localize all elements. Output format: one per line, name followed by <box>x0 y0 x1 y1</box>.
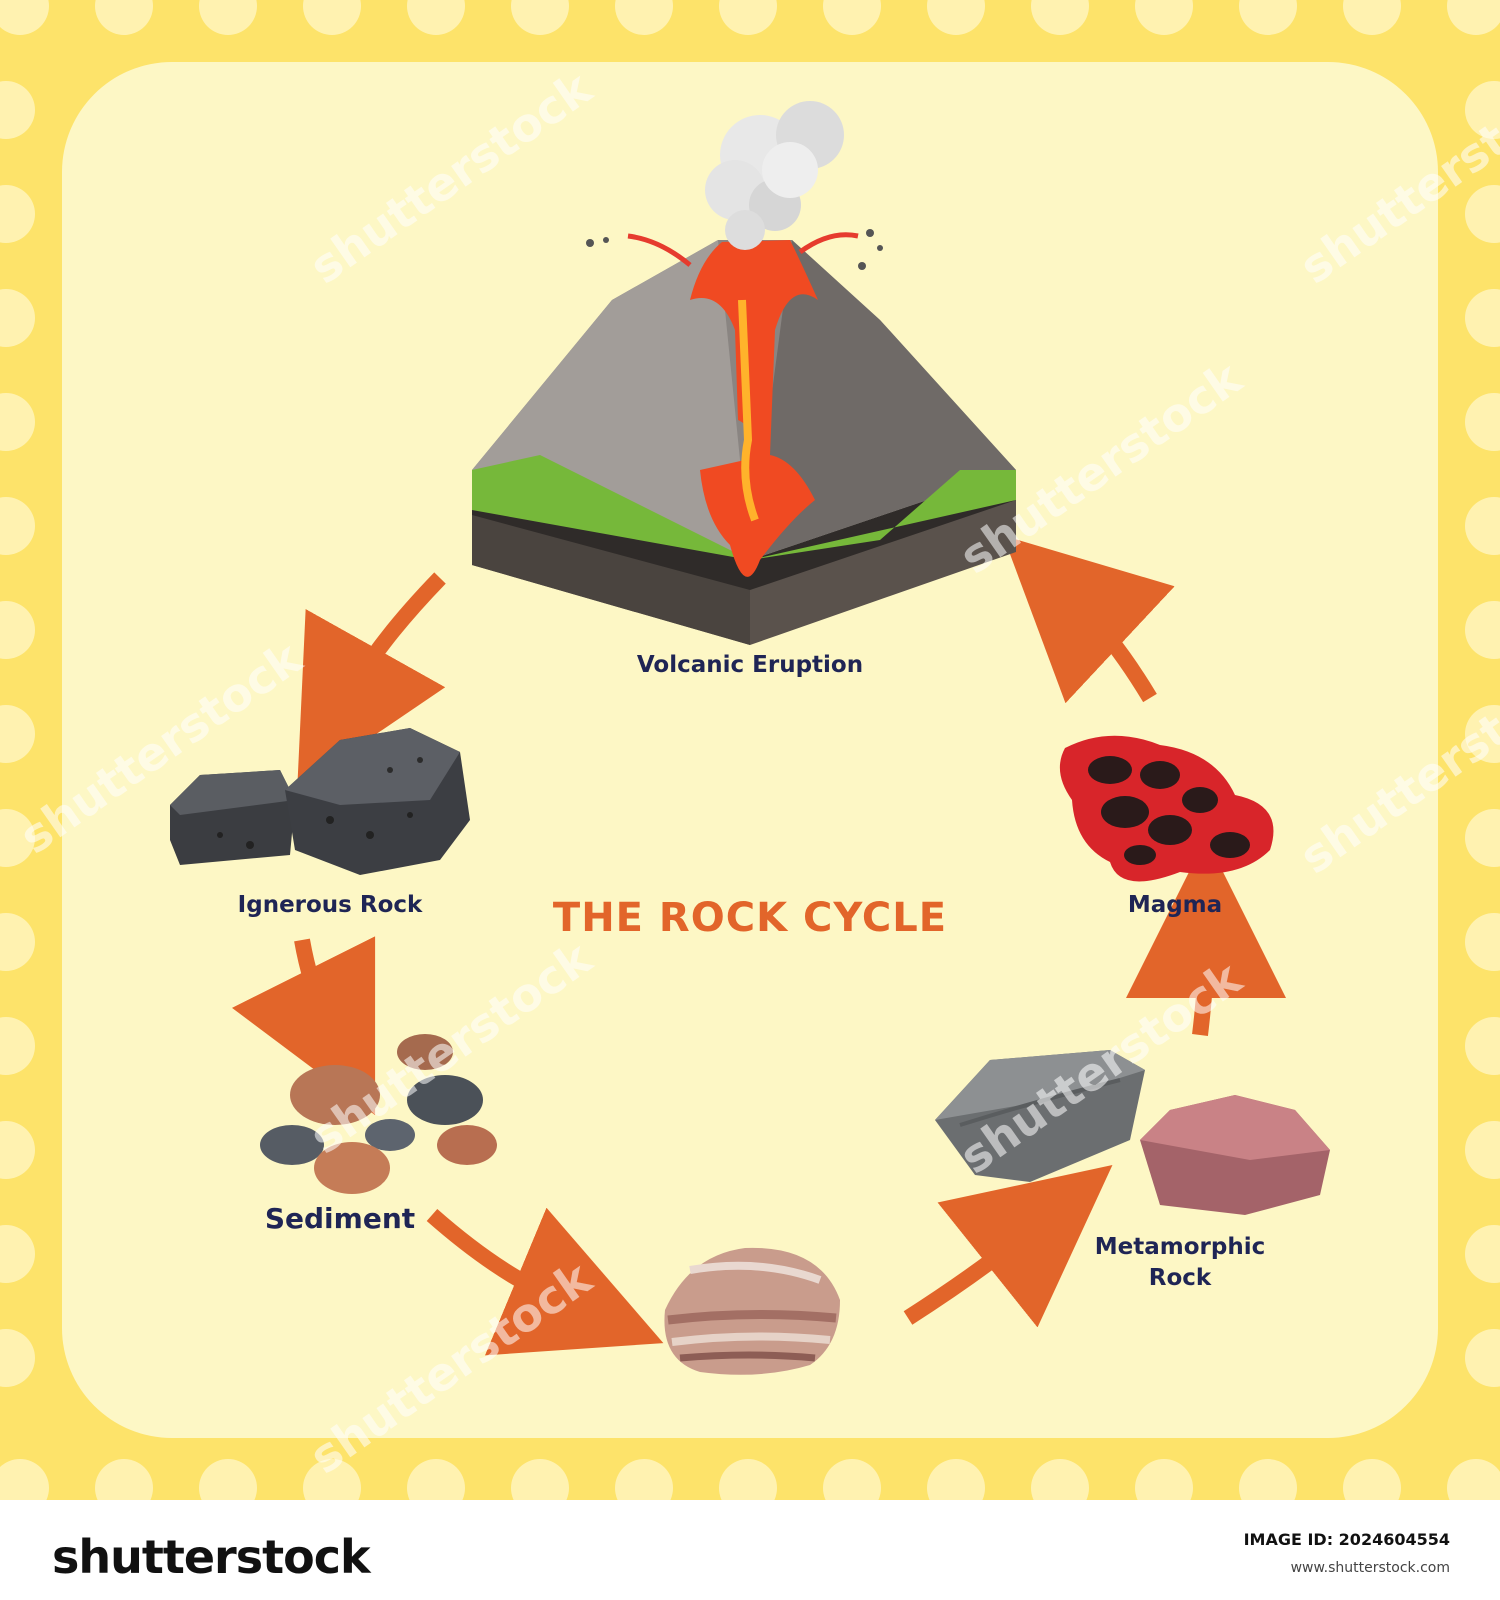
sediment-illustration <box>260 1034 497 1194</box>
frame-dot <box>927 1459 985 1500</box>
frame-dot <box>1343 1459 1401 1500</box>
magma-illustration <box>1059 735 1274 882</box>
metamorphic-rock-illustration <box>935 1050 1330 1215</box>
frame-dot <box>95 1459 153 1500</box>
sedimentary-rock-illustration <box>664 1247 840 1375</box>
frame-dot <box>303 1459 361 1500</box>
frame-dot <box>1447 1459 1500 1500</box>
footer: shutterstock IMAGE ID: 2024604554 www.sh… <box>0 1500 1500 1600</box>
frame-dot <box>823 1459 881 1500</box>
label-igneous-rock: Ignerous Rock <box>237 892 423 918</box>
arrow-igneous-to-sediment <box>231 936 376 1116</box>
frame-dot <box>199 1459 257 1500</box>
arrow-sedimentary-to-metamorphic <box>903 1165 1113 1328</box>
footer-url: www.shutterstock.com <box>1290 1560 1450 1576</box>
label-metamorphic-line1: Metamorphic <box>1094 1234 1266 1260</box>
frame-dot <box>615 1459 673 1500</box>
rock-cycle-diagram <box>170 101 1330 1375</box>
arrow-sediment-to-sedimentary <box>426 1207 664 1356</box>
frame-dot <box>1239 1459 1297 1500</box>
cycle-arrows <box>231 535 1286 1356</box>
frame-dot <box>719 1459 777 1500</box>
diagram-title: THE ROCK CYCLE <box>552 895 948 941</box>
label-metamorphic-line2: Rock <box>1148 1265 1212 1292</box>
label-magma: Magma <box>1127 892 1223 918</box>
igneous-rock-illustration <box>170 728 470 875</box>
footer-logo: shutterstock <box>52 1530 371 1584</box>
label-metamorphic-rock: Metamorphic Rock <box>1070 1232 1290 1294</box>
decorative-frame: THE ROCK CYCLE Volcanic Eruption Ignerou… <box>0 0 1500 1500</box>
frame-dot <box>511 1459 569 1500</box>
arrow-metamorphic-to-magma <box>1125 838 1286 1036</box>
label-sediment: Sediment <box>264 1202 416 1235</box>
arrow-magma-to-volcano <box>1003 535 1175 704</box>
arrow-volcano-to-igneous <box>297 572 446 788</box>
frame-dot <box>1031 1459 1089 1500</box>
label-volcanic-eruption: Volcanic Eruption <box>636 652 864 678</box>
frame-dot <box>407 1459 465 1500</box>
footer-image-id: IMAGE ID: 2024604554 <box>1243 1530 1450 1549</box>
frame-dot <box>1135 1459 1193 1500</box>
volcano-illustration <box>472 101 1016 645</box>
